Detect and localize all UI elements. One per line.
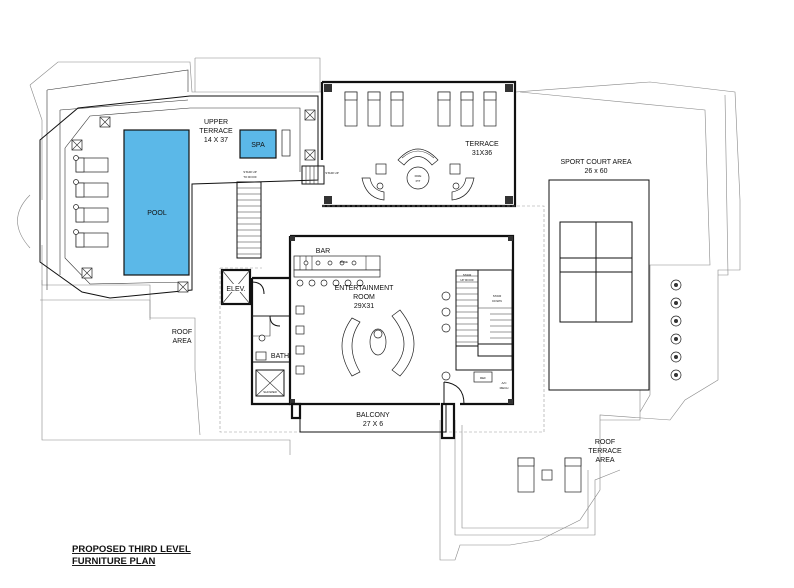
stair-up-to-roof-label-2: TO ROOF bbox=[243, 175, 257, 179]
sport-court-dims: 26 x 60 bbox=[585, 168, 608, 175]
wine-label: WINE bbox=[340, 260, 348, 264]
terrace-dims: 31X36 bbox=[472, 150, 492, 157]
site-outline bbox=[17, 57, 741, 561]
lounge-chairs-pool bbox=[73, 155, 109, 248]
entertainment-label-1: ENTERTAINMENT bbox=[335, 285, 395, 292]
drawing-title: PROPOSED THIRD LEVEL FURNITURE PLAN bbox=[72, 544, 191, 567]
fire-pit-label-1: FIRE bbox=[415, 174, 422, 178]
drawing-title-line-2: FURNITURE PLAN bbox=[72, 556, 156, 567]
main-terrace: FIRE PIT TERRACE 31X36 bbox=[320, 80, 517, 208]
bath-label: BATH bbox=[271, 353, 289, 360]
pool bbox=[123, 129, 190, 276]
roof-terrace-label-2: TERRACE bbox=[588, 448, 622, 455]
upper-terrace-label-2: TERRACE bbox=[199, 128, 233, 135]
sectional-sofas bbox=[341, 309, 415, 377]
shower-label: SHOWER bbox=[263, 390, 277, 394]
spa bbox=[239, 129, 277, 159]
lounge-chairs-terrace bbox=[344, 91, 497, 127]
sport-court: SPORT COURT AREA 26 x 60 bbox=[548, 159, 650, 391]
mech-label-2: MECH bbox=[500, 386, 509, 390]
mech-label-1: A/C bbox=[501, 381, 507, 385]
terrace-label: TERRACE bbox=[465, 141, 499, 148]
roof-area-label-2: AREA bbox=[172, 338, 191, 345]
roof-terrace-label-1: ROOF bbox=[595, 439, 615, 446]
roof-area-label-1: ROOF bbox=[172, 329, 192, 336]
ref-label: REF bbox=[480, 376, 486, 380]
elevator-label: ELEV. bbox=[226, 286, 245, 293]
drawing-title-line-1: PROPOSED THIRD LEVEL bbox=[72, 544, 191, 555]
upper-terrace-label-1: UPPER bbox=[204, 119, 228, 126]
entertainment-room: BAR WINE ENTERTAINMENT ROOM 29X31 bbox=[250, 234, 515, 406]
stair-down-label-1: STAIR bbox=[493, 294, 502, 298]
roof-terrace-label-3: AREA bbox=[595, 457, 614, 464]
balcony-dims: 27 X 6 bbox=[363, 421, 383, 428]
interior-stair: STAIR UP ROOF STAIR DOWN REF A/C MECH bbox=[443, 269, 513, 405]
fire-pit-label-2: PIT bbox=[416, 179, 421, 183]
stair-top-label-2: UP ROOF bbox=[460, 278, 474, 282]
stair-top-label-1: STAIR bbox=[463, 273, 472, 277]
plants-right bbox=[670, 279, 682, 381]
stair-up-label: STAIR UP bbox=[325, 171, 339, 175]
bath: BATH SHOWER bbox=[251, 315, 291, 397]
stair-up-to-roof: STAIR UP TO ROOF STAIR UP bbox=[236, 165, 339, 259]
spa-label: SPA bbox=[251, 142, 265, 149]
bar: BAR WINE bbox=[293, 248, 381, 287]
entertainment-label-2: ROOM bbox=[353, 294, 375, 301]
balcony: BALCONY 27 X 6 bbox=[290, 402, 456, 440]
upper-terrace-dims: 14 X 37 bbox=[204, 137, 228, 144]
entertainment-dims: 29X31 bbox=[354, 303, 374, 310]
roof-terrace: ROOF TERRACE AREA bbox=[517, 439, 622, 493]
bar-label: BAR bbox=[316, 248, 330, 255]
stair-up-to-roof-label-1: STAIR UP bbox=[243, 170, 257, 174]
sport-court-label: SPORT COURT AREA bbox=[560, 159, 631, 166]
upper-terrace: POOL SPA UPPER TERRACE 14 X 37 bbox=[39, 95, 319, 299]
balcony-label: BALCONY bbox=[356, 412, 390, 419]
elevator: ELEV. bbox=[220, 268, 265, 306]
stair-down-label-2: DOWN bbox=[492, 299, 502, 303]
pool-label: POOL bbox=[147, 210, 167, 217]
fire-pit-seating: FIRE PIT bbox=[361, 148, 475, 201]
